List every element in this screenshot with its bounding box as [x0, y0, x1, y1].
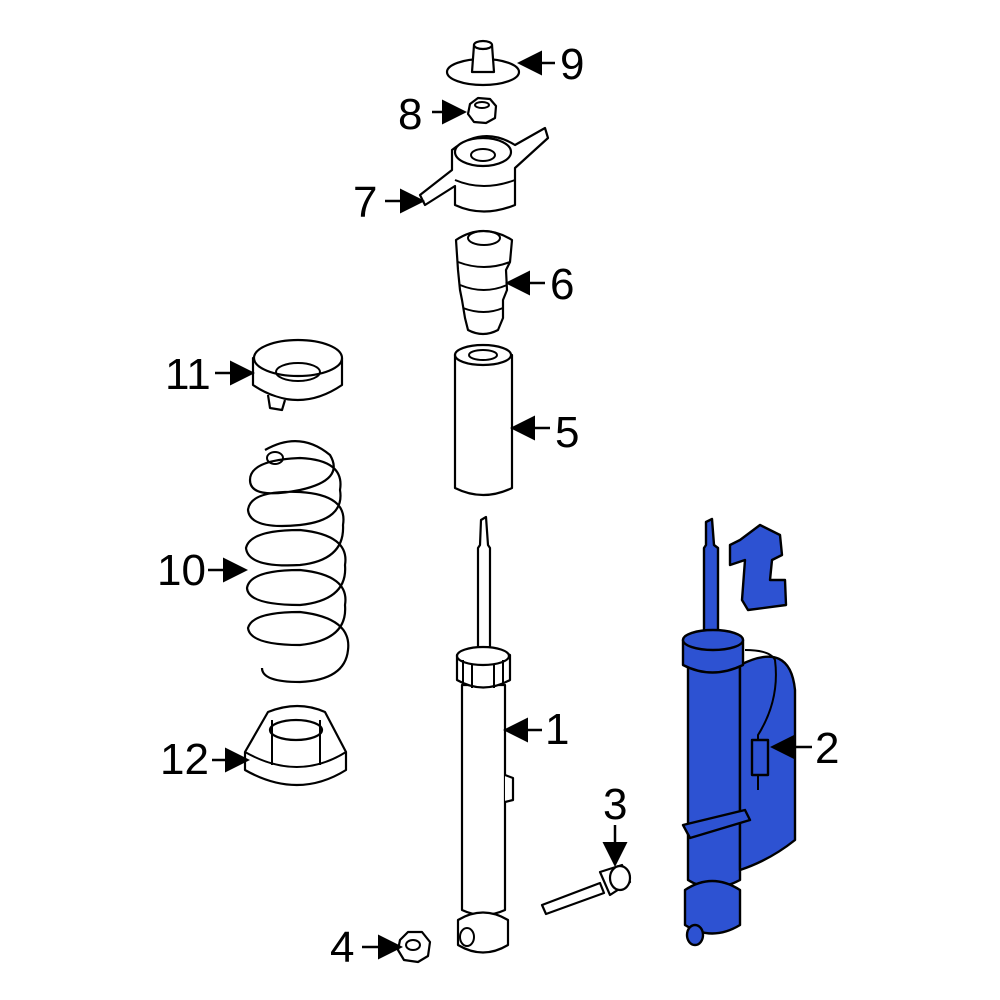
callout-1: 1 — [545, 705, 570, 754]
part-12-lower-spring-seat[interactable] — [243, 704, 348, 786]
part-10-coil-spring[interactable] — [244, 440, 350, 684]
callout-2: 2 — [815, 724, 840, 773]
part-7-upper-mount[interactable] — [418, 126, 550, 213]
callout-6: 6 — [550, 260, 575, 309]
callout-7: 7 — [353, 178, 378, 227]
part-2-electronic-shock-absorber[interactable] — [681, 517, 797, 947]
callout-5: 5 — [555, 408, 580, 457]
part-3-bolt[interactable] — [540, 863, 632, 916]
callout-3: 3 — [603, 780, 628, 829]
callout-8: 8 — [398, 90, 423, 139]
callout-11: 11 — [165, 350, 211, 399]
leader-arrows — [208, 50, 812, 960]
part-4-nut[interactable] — [396, 930, 432, 964]
part-11-upper-spring-seat[interactable] — [251, 338, 344, 412]
callout-10: 10 — [157, 546, 206, 595]
part-5-dust-boot[interactable] — [453, 343, 514, 497]
part-6-bump-stop[interactable] — [454, 229, 514, 336]
part-9-cap[interactable] — [445, 39, 521, 87]
part-1-shock-absorber[interactable] — [455, 515, 515, 954]
callout-9: 9 — [560, 40, 585, 89]
callout-4: 4 — [330, 923, 355, 972]
callout-12: 12 — [160, 735, 209, 784]
part-8-nut[interactable] — [466, 96, 498, 125]
